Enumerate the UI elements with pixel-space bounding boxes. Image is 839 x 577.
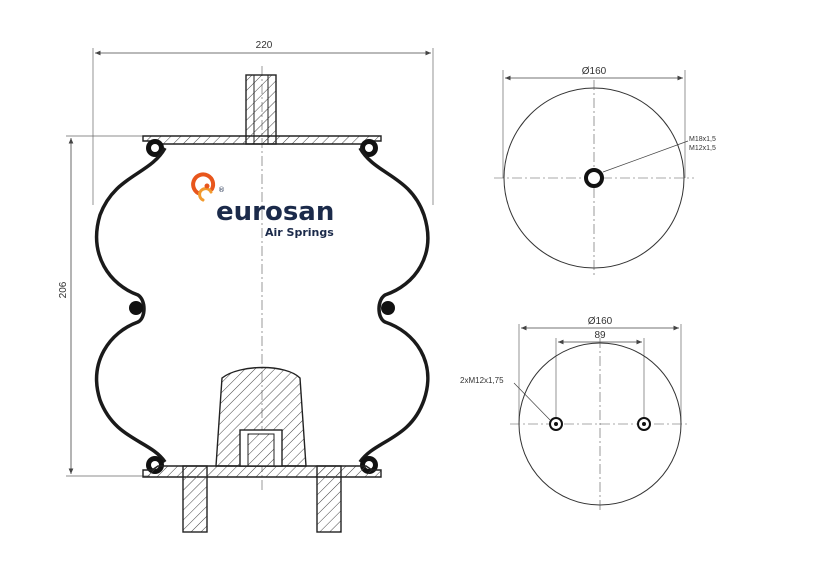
bottom-plate [142, 465, 382, 478]
swirl-logo-icon [191, 172, 216, 202]
thread-label-m18: M18x1,5 [689, 136, 716, 143]
top-diameter-label: Ø160 [582, 66, 607, 77]
rubber-bellows [94, 147, 430, 464]
bottom-studs [182, 465, 342, 533]
eurosan-logo: ® eurosan Air Springs [191, 172, 334, 239]
side-view: 220 206 [58, 40, 434, 533]
bolt-spacing-label: 89 [594, 330, 606, 341]
width-dimension-label: 220 [256, 40, 273, 51]
top-view: Ø160 M18x1,5 M12x1,5 [494, 66, 716, 276]
bolt-thread-label: 2xM12x1,75 [460, 376, 504, 385]
registered-mark: ® [218, 186, 225, 194]
brand-tagline: Air Springs [265, 226, 334, 239]
bolt-holes [549, 417, 651, 431]
height-dimension: 206 [58, 135, 150, 477]
thread-label-m12: M12x1,5 [689, 145, 716, 152]
bottom-diameter-label: Ø160 [588, 316, 613, 327]
width-dimension: 220 [92, 40, 434, 205]
internal-bumper [215, 366, 307, 467]
brand-name: eurosan [216, 197, 334, 227]
top-plate [142, 135, 382, 145]
height-dimension-label: 206 [58, 281, 69, 298]
top-stud-hole [584, 168, 604, 188]
top-stud [245, 74, 277, 145]
bottom-view: Ø160 89 2xM12x1,75 [460, 316, 690, 510]
